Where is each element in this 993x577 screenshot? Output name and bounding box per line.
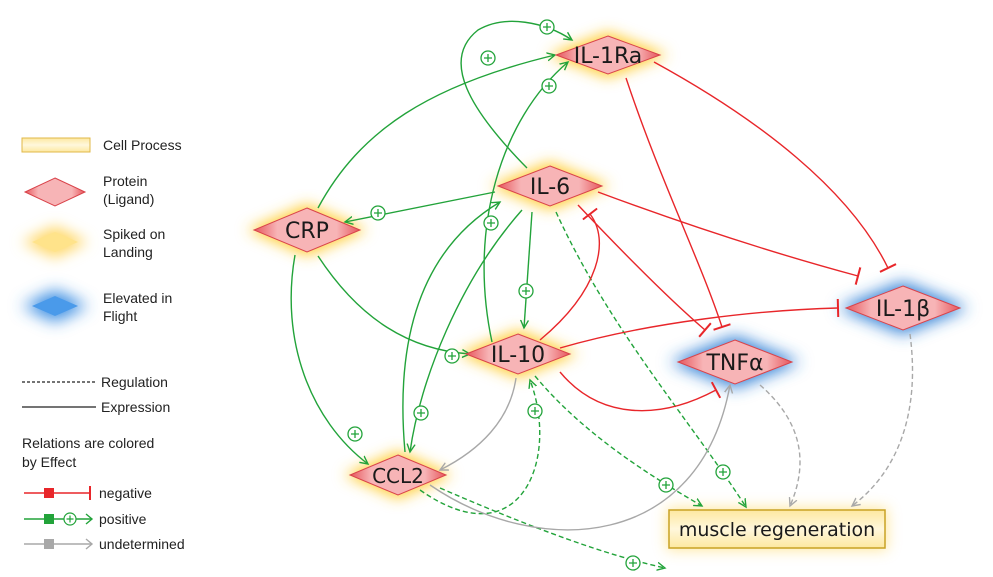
plus-circle-icon: [715, 464, 731, 480]
legend-cell-process-label: Cell Process: [103, 137, 182, 153]
legend-relations-label-1: Relations are colored: [22, 435, 154, 451]
node-il1b: IL-1β: [844, 285, 962, 331]
legend-positive-label: positive: [99, 511, 147, 527]
node-label-crp: CRP: [285, 219, 329, 244]
edge-tnfa-muscle: [759, 384, 801, 506]
legend-undetermined-swatch: [24, 538, 94, 550]
plus-circle-icon: [444, 348, 460, 364]
plus-circle-icon: [370, 205, 386, 221]
node-il1ra: IL-1Ra: [554, 35, 662, 75]
legend-cell-process-swatch: [21, 137, 91, 153]
legend-spiked-label-1: Spiked on: [103, 226, 165, 242]
legend-protein-swatch: [23, 177, 87, 207]
edge-il10-muscle: [534, 375, 702, 506]
edge-il10-il6: [539, 207, 601, 341]
node-label-il1b: IL-1β: [876, 297, 930, 322]
legend-elevated-core: [32, 296, 78, 316]
legend-negative-label: negative: [99, 485, 152, 501]
edge-il6-il10: [524, 211, 533, 328]
plus-circle-icon: [541, 78, 557, 94]
plus-circle-icon: [518, 283, 534, 299]
legend: Cell Process Protein (Ligand) Spiked on …: [21, 137, 185, 552]
legend-spiked-core: [32, 232, 78, 252]
edge-ccl2-muscle: [439, 487, 665, 568]
edge-il6-crp: [345, 191, 496, 222]
node-label-il1ra: IL-1Ra: [574, 44, 643, 69]
edge-crp-ccl2: [290, 254, 368, 464]
node-muscle-regeneration: muscle regeneration: [668, 509, 886, 549]
legend-expression-label: Expression: [101, 399, 170, 415]
edge-il10-il1b: [559, 298, 840, 349]
node-label-il6: IL-6: [530, 175, 570, 200]
plus-circle-icon: [347, 426, 363, 442]
plus-circle-icon: [658, 477, 674, 493]
edge-crp-il10: [317, 255, 470, 354]
plus-circle-icon: [483, 215, 499, 231]
node-crp: CRP: [252, 207, 362, 253]
node-tnfa: TNFα: [676, 339, 794, 385]
node-label-muscle: muscle regeneration: [679, 519, 875, 541]
edge-crp-il1ra: [317, 55, 555, 209]
plus-circle-icon: [539, 19, 555, 35]
plus-circle-icon: [413, 405, 429, 421]
node-label-tnfa: TNFα: [705, 351, 763, 376]
legend-undetermined-label: undetermined: [99, 536, 185, 552]
edge-ccl2-il6: [402, 202, 500, 453]
edge-il1b-muscle: [852, 333, 914, 506]
legend-elevated-label-2: Flight: [103, 308, 137, 324]
edge-il10-ccl2: [440, 377, 517, 470]
plus-circle-icon: [480, 50, 496, 66]
plus-circle-icon: [527, 403, 543, 419]
node-ccl2: CCL2: [348, 454, 448, 496]
edge-il1ra-il1b: [653, 61, 897, 273]
node-il10: IL-10: [464, 333, 572, 375]
legend-protein-label-1: Protein: [103, 173, 147, 189]
legend-relations-label-2: by Effect: [22, 454, 76, 470]
edge-il6-il1ra-loop: [460, 20, 572, 169]
edge-il10-tnfa: [559, 371, 722, 412]
node-il6: IL-6: [496, 165, 604, 207]
edge-il6-il1b: [597, 191, 862, 285]
edge-ccl2-tnfa: [429, 385, 730, 531]
legend-regulation-label: Regulation: [101, 374, 168, 390]
node-label-ccl2: CCL2: [372, 464, 424, 488]
legend-positive-swatch: [24, 512, 94, 526]
edge-il1ra-tnfa: [625, 77, 731, 331]
legend-spiked-label-2: Landing: [103, 244, 153, 260]
edge-il6-ccl2: [410, 209, 523, 452]
legend-protein-label-2: (Ligand): [103, 191, 154, 207]
plus-circle-icon: [625, 555, 641, 571]
edge-ccl2-il10: [419, 380, 541, 515]
edge-il6-muscle: [555, 211, 746, 507]
legend-elevated-label-1: Elevated in: [103, 290, 172, 306]
legend-negative-swatch: [24, 486, 91, 500]
node-label-il10: IL-10: [491, 343, 545, 368]
